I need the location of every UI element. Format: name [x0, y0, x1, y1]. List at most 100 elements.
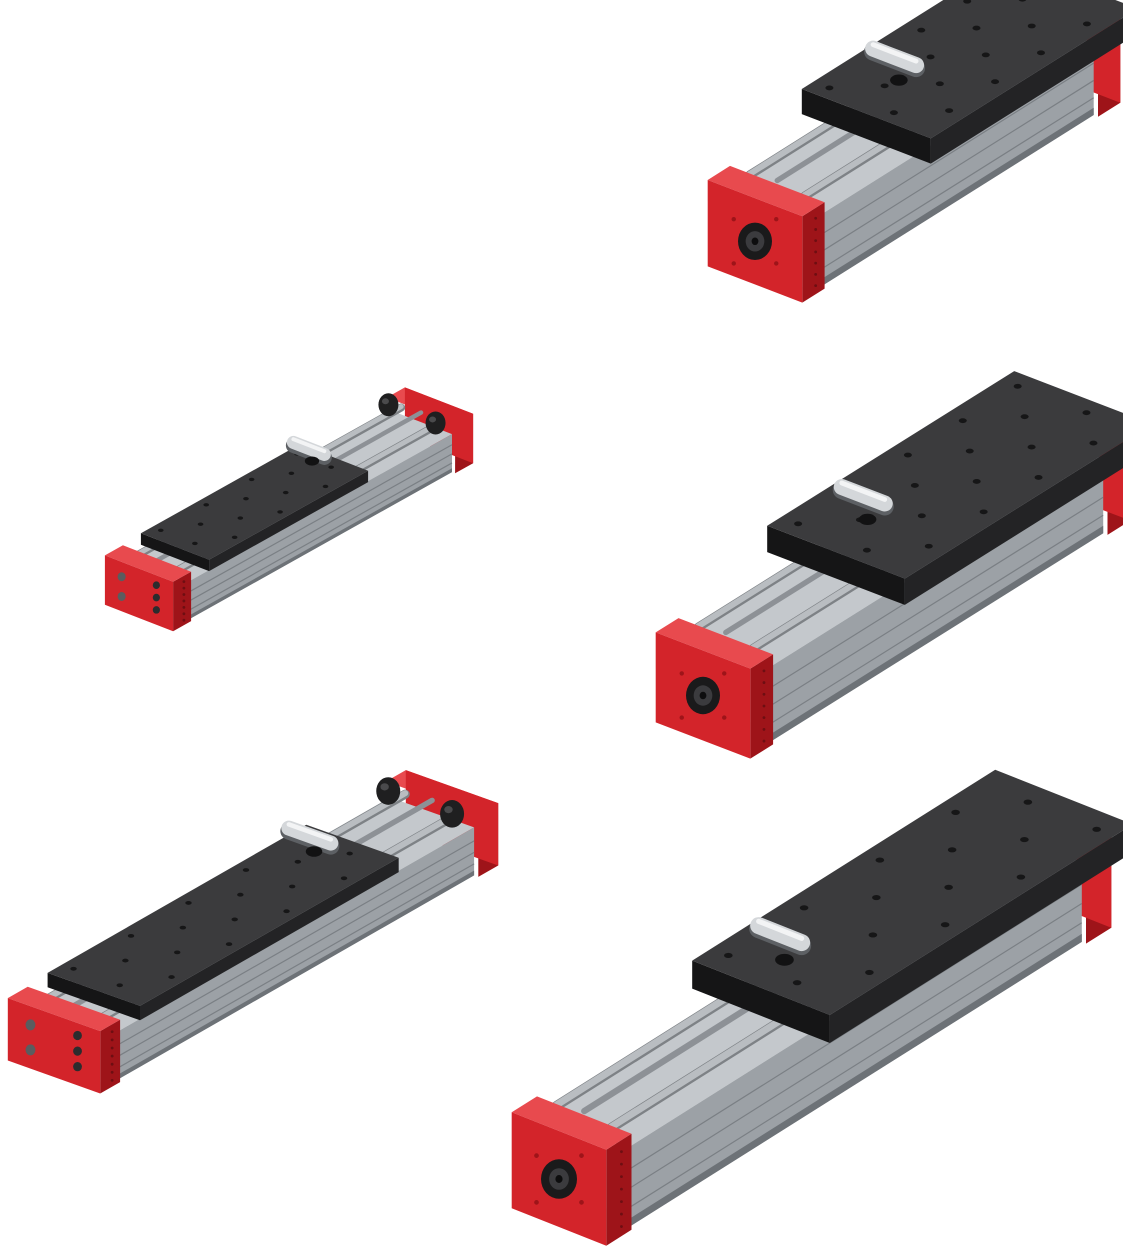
cap-side-dot: [762, 727, 766, 731]
stop-knob-icon: [425, 411, 446, 435]
cap-side-dot: [182, 586, 186, 590]
cap-side-dot: [762, 692, 766, 696]
carriage-side: [904, 441, 1123, 605]
mounting-hole: [157, 528, 164, 532]
profile-groove: [819, 97, 1095, 271]
mounting-hole: [1027, 444, 1036, 450]
actuator-large-middle-right linear-actuator-large-icon: [655, 371, 1123, 759]
mounting-hole: [242, 868, 250, 872]
mounting-hole: [917, 513, 926, 519]
mounting-hole: [294, 859, 302, 864]
profile-bottom-edge: [627, 933, 1082, 1229]
cap-bolt-icon: [152, 581, 160, 589]
mounting-hole: [972, 479, 981, 484]
stop-knob-icon: [440, 800, 465, 828]
mounting-hole: [799, 905, 809, 911]
mounting-hole: [965, 448, 974, 454]
profile-groove: [115, 863, 475, 1070]
cap-bolt-icon: [73, 1046, 82, 1056]
mounting-hole: [168, 975, 175, 979]
profile-groove: [115, 840, 475, 1047]
front-end-cap-side: [100, 1019, 121, 1094]
mounting-hole: [122, 958, 129, 963]
cap-side-dot: [762, 704, 766, 708]
mounting-hole: [237, 892, 244, 897]
cap-screw-hole: [534, 1153, 539, 1158]
profile-groove: [187, 462, 453, 612]
mounting-hole: [1082, 410, 1091, 416]
mounting-hole: [1013, 383, 1022, 389]
mounting-hole: [880, 83, 889, 89]
cap-side-dot: [620, 1150, 623, 1154]
clamp-lever-icon: [281, 820, 339, 851]
mounting-hole: [792, 980, 802, 986]
cap-side-dot: [814, 239, 818, 243]
mounting-hole: [225, 942, 233, 947]
mounting-hole: [1034, 475, 1043, 480]
clamp-lever-highlight: [286, 822, 334, 842]
front-end-cap-top: [707, 165, 825, 217]
mounting-hole: [248, 477, 255, 482]
cap-side-dot: [110, 1070, 114, 1074]
cap-side-dot: [762, 739, 766, 743]
cap-screw-hole: [722, 671, 727, 676]
actuator-large-bottom-right linear-actuator-large-long-icon: [511, 769, 1123, 1246]
profile-groove: [768, 496, 1104, 708]
profile-groove: [115, 851, 475, 1059]
cap-side-dot: [762, 681, 766, 684]
mounting-hole: [724, 952, 733, 959]
profile-groove: [187, 453, 453, 603]
mounting-hole: [185, 901, 192, 905]
shaft-center: [555, 1175, 563, 1183]
clamp-lever-icon: [833, 479, 893, 512]
mounting-hole: [825, 85, 834, 91]
mounting-hole: [1082, 21, 1091, 27]
mounting-hole: [944, 884, 953, 890]
front-end-cap-top: [511, 1096, 632, 1150]
carriage-front: [140, 533, 210, 572]
mounting-hole: [917, 27, 926, 33]
front-end-cap-side: [606, 1133, 632, 1246]
mounting-hole: [1016, 874, 1026, 880]
cap-side-dot: [182, 612, 186, 616]
front-end-cap-top: [7, 986, 121, 1032]
mounting-hole: [346, 851, 353, 856]
actuator-small-bottom-left linear-actuator-compact-long-icon: [7, 770, 499, 1094]
cap-side-dot: [620, 1175, 623, 1179]
clamp-lever-icon: [865, 40, 925, 74]
cap-side-dot: [814, 272, 818, 276]
mounting-hole: [197, 522, 204, 526]
mounting-hole: [910, 483, 919, 488]
carriage-top: [140, 444, 369, 560]
actuator-large-top-right linear-actuator-large-icon: [707, 0, 1123, 303]
mounting-hole: [70, 966, 77, 971]
carriage-front: [692, 960, 830, 1043]
mounting-hole: [203, 503, 210, 507]
profile-bottom-edge: [820, 107, 1094, 287]
profile-bottom-edge: [768, 525, 1104, 743]
mounting-hole: [935, 81, 944, 87]
stop-knob-highlight: [429, 416, 437, 423]
carriage-side: [829, 830, 1123, 1043]
mounting-hole: [1092, 826, 1101, 832]
cap-side-dot: [814, 216, 818, 220]
front-end-cap-top: [104, 545, 192, 582]
mounting-hole: [865, 969, 874, 976]
stop-knob-icon: [378, 393, 399, 417]
carriage-top: [801, 0, 1123, 139]
mounting-hole: [1027, 23, 1036, 29]
mounting-hole: [958, 418, 967, 424]
mounting-hole: [979, 509, 988, 515]
mounting-hole: [1020, 414, 1029, 420]
cap-bolt-icon: [73, 1062, 82, 1072]
mounting-hole: [243, 497, 249, 501]
mounting-hole: [1023, 799, 1033, 805]
cap-side-dot: [110, 1062, 114, 1066]
mounting-hole: [940, 922, 950, 928]
profile-groove: [626, 922, 1083, 1210]
mounting-hole: [875, 857, 885, 863]
cap-bolt-icon: [73, 1030, 82, 1041]
clamp-lever-highlight: [291, 437, 327, 454]
cap-bolt-icon: [152, 606, 160, 614]
